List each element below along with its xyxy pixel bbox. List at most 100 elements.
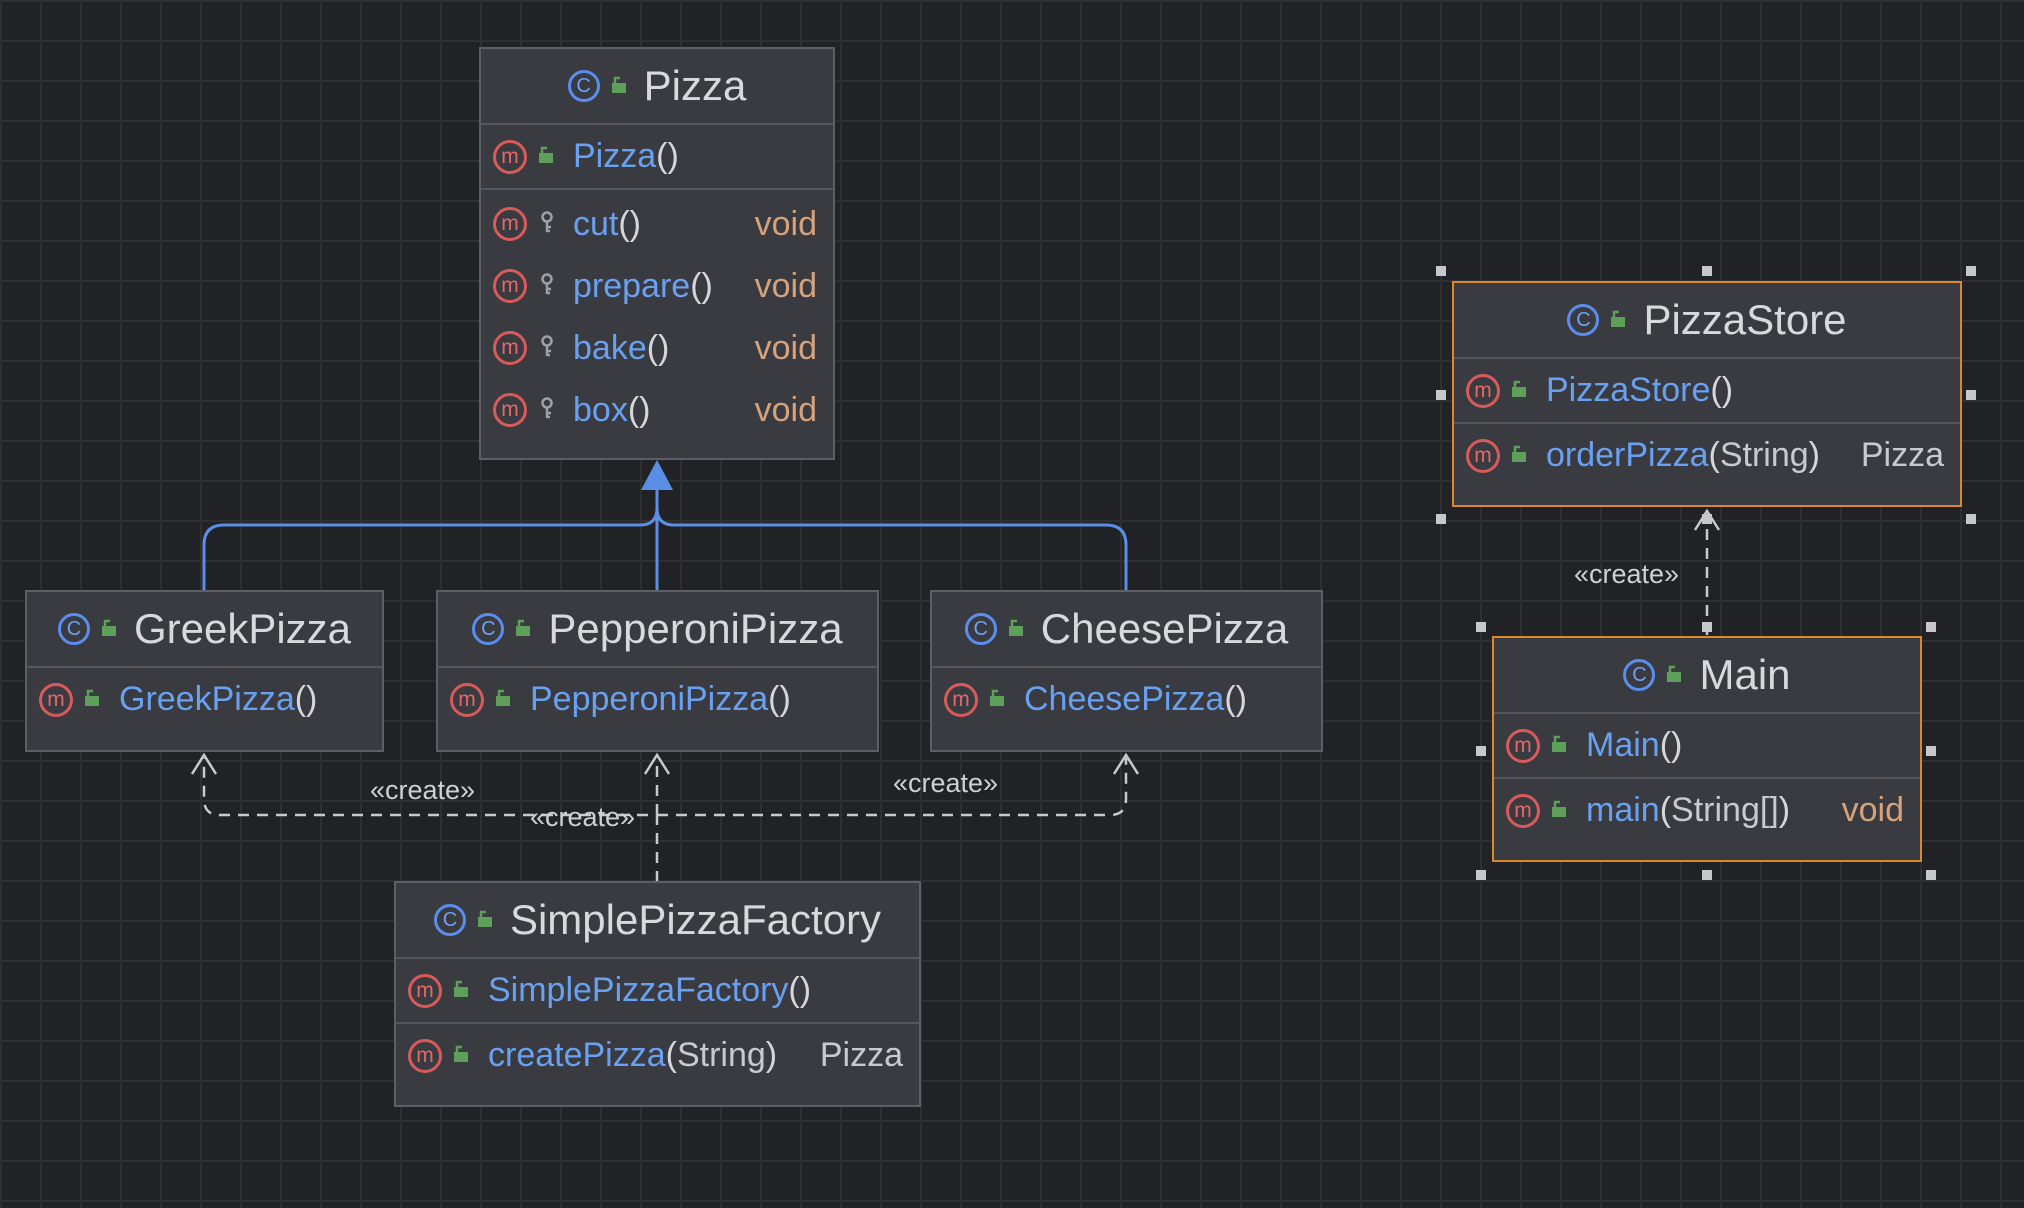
methods-section: m createPizza(String) Pizza: [396, 1024, 919, 1087]
method-name: cut: [573, 204, 619, 243]
method-close-paren: ): [765, 1036, 778, 1074]
class-icon: C: [1623, 659, 1656, 691]
class-icon: C: [964, 613, 997, 645]
method-args: String: [676, 1036, 766, 1074]
class-title: Main: [1699, 651, 1791, 698]
inheritance-edges[interactable]: [202, 490, 1128, 590]
member-row[interactable]: m PizzaStore(): [1454, 362, 1960, 419]
member-row[interactable]: m cut() void: [481, 193, 833, 255]
public-lock-icon: [476, 908, 496, 933]
create-cheese-edge: [657, 758, 1128, 817]
member-row[interactable]: m CheesePizza(): [932, 671, 1321, 728]
member-row[interactable]: m box() void: [481, 379, 833, 441]
method-name: PizzaStore: [1546, 371, 1711, 409]
greek-arrowhead: [190, 752, 218, 775]
method-close-paren: ): [1808, 436, 1820, 474]
resize-handle[interactable]: [1966, 266, 1976, 276]
class-header: C Pizza: [481, 49, 833, 125]
class-icon: C: [472, 613, 505, 645]
method-name: createPizza: [488, 1036, 666, 1074]
member-row[interactable]: m SimplePizzaFactory(): [396, 962, 919, 1019]
class-icon: C: [1567, 304, 1600, 336]
inheritance-arrowhead: [641, 460, 673, 490]
method-name: CheesePizza: [1024, 680, 1225, 718]
method-parens: (): [788, 971, 812, 1009]
method-parens: (): [1224, 680, 1247, 718]
store-arrowhead: [1693, 508, 1721, 531]
method-icon: m: [1466, 373, 1500, 408]
public-lock-icon: [83, 687, 103, 712]
method-icon: m: [944, 682, 978, 717]
method-parens: (): [294, 680, 318, 718]
create-label-greek: «create»: [370, 775, 475, 805]
method-parens: (): [627, 390, 651, 429]
public-lock-icon: [452, 1043, 472, 1068]
class-pizza-store[interactable]: C PizzaStore m PizzaStore() m orderPizza…: [1452, 281, 1962, 507]
public-lock-icon: [1550, 733, 1570, 758]
inherit-cheese-edge: [655, 507, 1128, 590]
resize-handle[interactable]: [1436, 266, 1446, 276]
method-name: PepperoniPizza: [530, 680, 769, 718]
public-lock-icon: [1550, 798, 1570, 823]
resize-handle[interactable]: [1702, 266, 1712, 276]
method-icon: m: [493, 331, 527, 365]
method-icon: m: [493, 139, 527, 174]
constructors-section: m GreekPizza(): [27, 668, 382, 731]
method-parens: (): [656, 137, 679, 175]
resize-handle[interactable]: [1476, 870, 1486, 880]
class-pizza[interactable]: C Pizza m Pizza() m cut() void m prepare…: [479, 47, 835, 460]
member-row[interactable]: m prepare() void: [481, 255, 833, 317]
resize-handle[interactable]: [1436, 390, 1446, 400]
resize-handle[interactable]: [1966, 390, 1976, 400]
resize-handle[interactable]: [1476, 746, 1486, 756]
public-lock-icon: [1609, 308, 1629, 333]
create-label-cheese: «create»: [893, 768, 998, 798]
method-args: String[]: [1671, 791, 1779, 829]
class-greek-pizza[interactable]: C GreekPizza m GreekPizza(): [25, 590, 384, 752]
method-icon: m: [408, 973, 442, 1008]
constructors-section: m Pizza(): [481, 125, 833, 190]
method-icon: m: [493, 393, 527, 427]
member-row[interactable]: m createPizza(String) Pizza: [396, 1027, 919, 1084]
class-pepperoni-pizza[interactable]: C PepperoniPizza m PepperoniPizza(): [436, 590, 879, 752]
class-header: C GreekPizza: [27, 592, 382, 668]
member-row[interactable]: m bake() void: [481, 317, 833, 379]
method-icon: m: [493, 207, 527, 241]
member-row[interactable]: m Main(): [1494, 717, 1920, 774]
protected-key-icon: [537, 272, 557, 301]
return-type: void: [754, 390, 817, 429]
protected-key-icon: [537, 334, 557, 363]
resize-handle[interactable]: [1966, 514, 1976, 524]
class-header: C Main: [1494, 638, 1920, 714]
resize-handle[interactable]: [1702, 622, 1712, 632]
method-name: Pizza: [573, 137, 657, 175]
pepperoni-arrowhead: [643, 752, 671, 775]
class-header: C PepperoniPizza: [438, 592, 877, 668]
member-row[interactable]: m orderPizza(String) Pizza: [1454, 427, 1960, 484]
resize-handle[interactable]: [1926, 870, 1936, 880]
create-arrowheads: [190, 508, 1721, 775]
member-row[interactable]: m main(String[]) void: [1494, 782, 1920, 839]
resize-handle[interactable]: [1436, 514, 1446, 524]
resize-handle[interactable]: [1476, 622, 1486, 632]
member-row[interactable]: m PepperoniPizza(): [438, 671, 877, 728]
method-open-paren: (: [1659, 791, 1672, 829]
public-lock-icon: [494, 687, 514, 712]
resize-handle[interactable]: [1702, 870, 1712, 880]
class-cheese-pizza[interactable]: C CheesePizza m CheesePizza(): [930, 590, 1323, 752]
resize-handle[interactable]: [1926, 746, 1936, 756]
method-name: SimplePizzaFactory: [488, 971, 789, 1009]
resize-handle[interactable]: [1702, 514, 1712, 524]
create-edges-factory[interactable]: [202, 514, 1709, 882]
member-row[interactable]: m Pizza(): [481, 128, 833, 185]
class-title: SimplePizzaFactory: [509, 896, 882, 943]
resize-handle[interactable]: [1926, 622, 1936, 632]
method-parens: (): [1659, 726, 1683, 764]
methods-section: m main(String[]) void: [1494, 779, 1920, 842]
class-main[interactable]: C Main m Main() m main(String[]) void: [1492, 636, 1922, 862]
member-row[interactable]: m GreekPizza(): [27, 671, 382, 728]
class-simple-pizza-factory[interactable]: C SimplePizzaFactory m SimplePizzaFactor…: [394, 881, 921, 1107]
class-title: Pizza: [643, 62, 747, 109]
